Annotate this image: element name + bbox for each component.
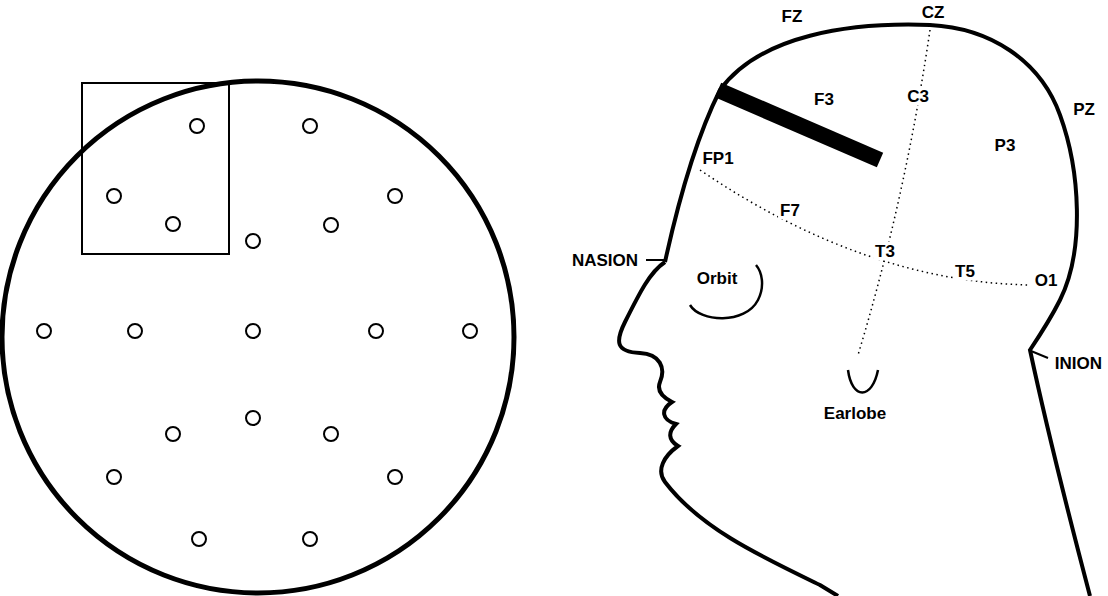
face-profile [619, 262, 838, 596]
position-label: P3 [993, 136, 1018, 155]
frame-box [82, 83, 229, 254]
electrode-dot [246, 234, 260, 248]
electrode-dot [37, 324, 51, 338]
electrode-strip [718, 90, 880, 160]
position-label: FZ [780, 7, 805, 26]
position-label: FP1 [700, 149, 735, 168]
position-label: O1 [1033, 271, 1060, 290]
position-label: CZ [920, 3, 947, 22]
head-profile [665, 25, 1090, 596]
position-label: Earlobe [822, 404, 888, 423]
position-label: PZ [1071, 100, 1097, 119]
electrode-dot [303, 532, 317, 546]
electrode-dot [128, 324, 142, 338]
electrode-dot [388, 189, 402, 203]
electrode-dot [166, 427, 180, 441]
electrode-group [37, 119, 477, 546]
electrode-dot [463, 324, 477, 338]
electrode-dot [190, 119, 204, 133]
electrode-dot [388, 470, 402, 484]
earlobe-arc [848, 370, 878, 393]
electrode-dot [192, 532, 206, 546]
leader-line [646, 259, 666, 261]
head-outline-top [2, 81, 514, 593]
electrode-dot [324, 427, 338, 441]
electrode-dot [303, 119, 317, 133]
position-label: T3 [873, 242, 897, 261]
position-label: INION [1053, 354, 1104, 373]
electrode-dot [166, 217, 180, 231]
position-label: NASION [570, 251, 640, 270]
electrode-dot [369, 324, 383, 338]
electrode-dot [107, 189, 121, 203]
electrode-dot [246, 324, 260, 338]
position-label: F7 [778, 201, 802, 220]
dotted-line [700, 170, 1030, 285]
electrode-dot [324, 218, 338, 232]
position-label: T5 [953, 262, 977, 281]
dotted-line [858, 30, 930, 355]
position-label: F3 [812, 90, 836, 109]
orbit-arc [690, 265, 762, 318]
leader-line [1031, 351, 1048, 358]
electrode-dot [107, 470, 121, 484]
position-label: Orbit [695, 269, 740, 288]
electrode-dot [246, 411, 260, 425]
position-label: C3 [905, 87, 931, 106]
